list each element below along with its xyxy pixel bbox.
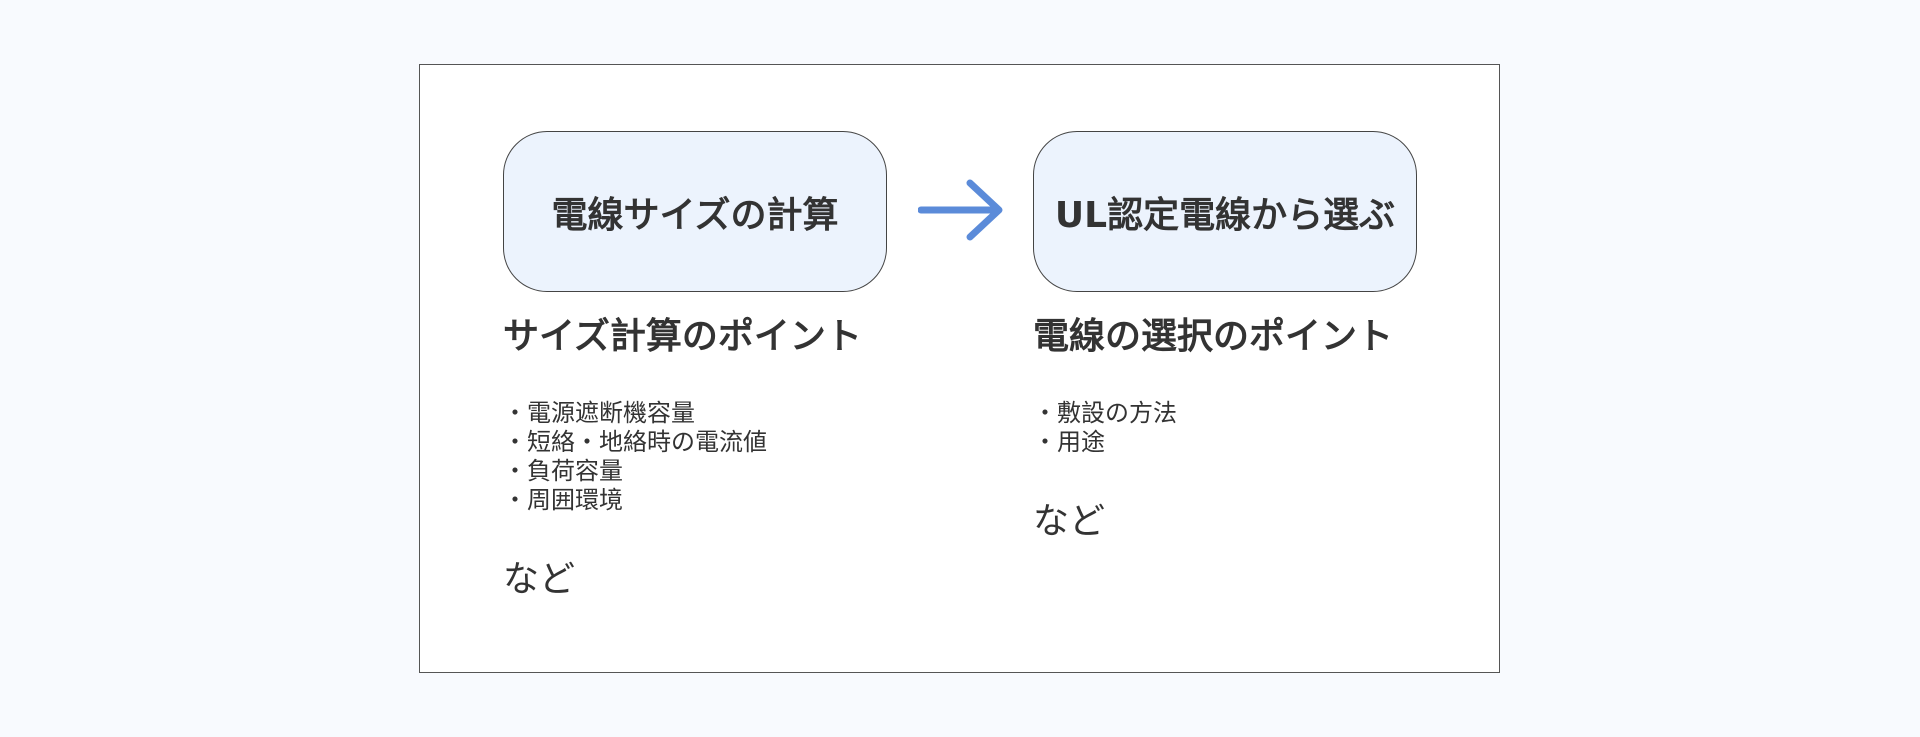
wire-selection-points-section: 電線の選択のポイント 敷設の方法 用途 など [1033, 315, 1393, 544]
step-box-select-ul-wire: UL認定電線から選ぶ [1033, 131, 1417, 292]
step-label: UL認定電線から選ぶ [1054, 194, 1396, 236]
arrow-right-icon [918, 179, 1003, 241]
list-item: 敷設の方法 [1033, 399, 1393, 428]
etc-text: など [1033, 501, 1106, 542]
list-item: 負荷容量 [503, 457, 862, 486]
section-heading: サイズ計算のポイント [503, 316, 862, 357]
bullet-list: 電源遮断機容量 短絡・地絡時の電流値 負荷容量 周囲環境 [503, 399, 862, 515]
step-box-wire-size-calc: 電線サイズの計算 [503, 131, 887, 292]
size-calc-points-section: サイズ計算のポイント 電源遮断機容量 短絡・地絡時の電流値 負荷容量 周囲環境 … [503, 315, 862, 602]
list-item: 電源遮断機容量 [503, 399, 862, 428]
list-item: 周囲環境 [503, 486, 862, 515]
list-item: 用途 [1033, 428, 1393, 457]
section-heading: 電線の選択のポイント [1033, 316, 1394, 357]
bullet-list: 敷設の方法 用途 [1033, 399, 1393, 457]
etc-text: など [503, 559, 576, 600]
list-item: 短絡・地絡時の電流値 [503, 428, 862, 457]
step-label: 電線サイズの計算 [551, 194, 839, 236]
